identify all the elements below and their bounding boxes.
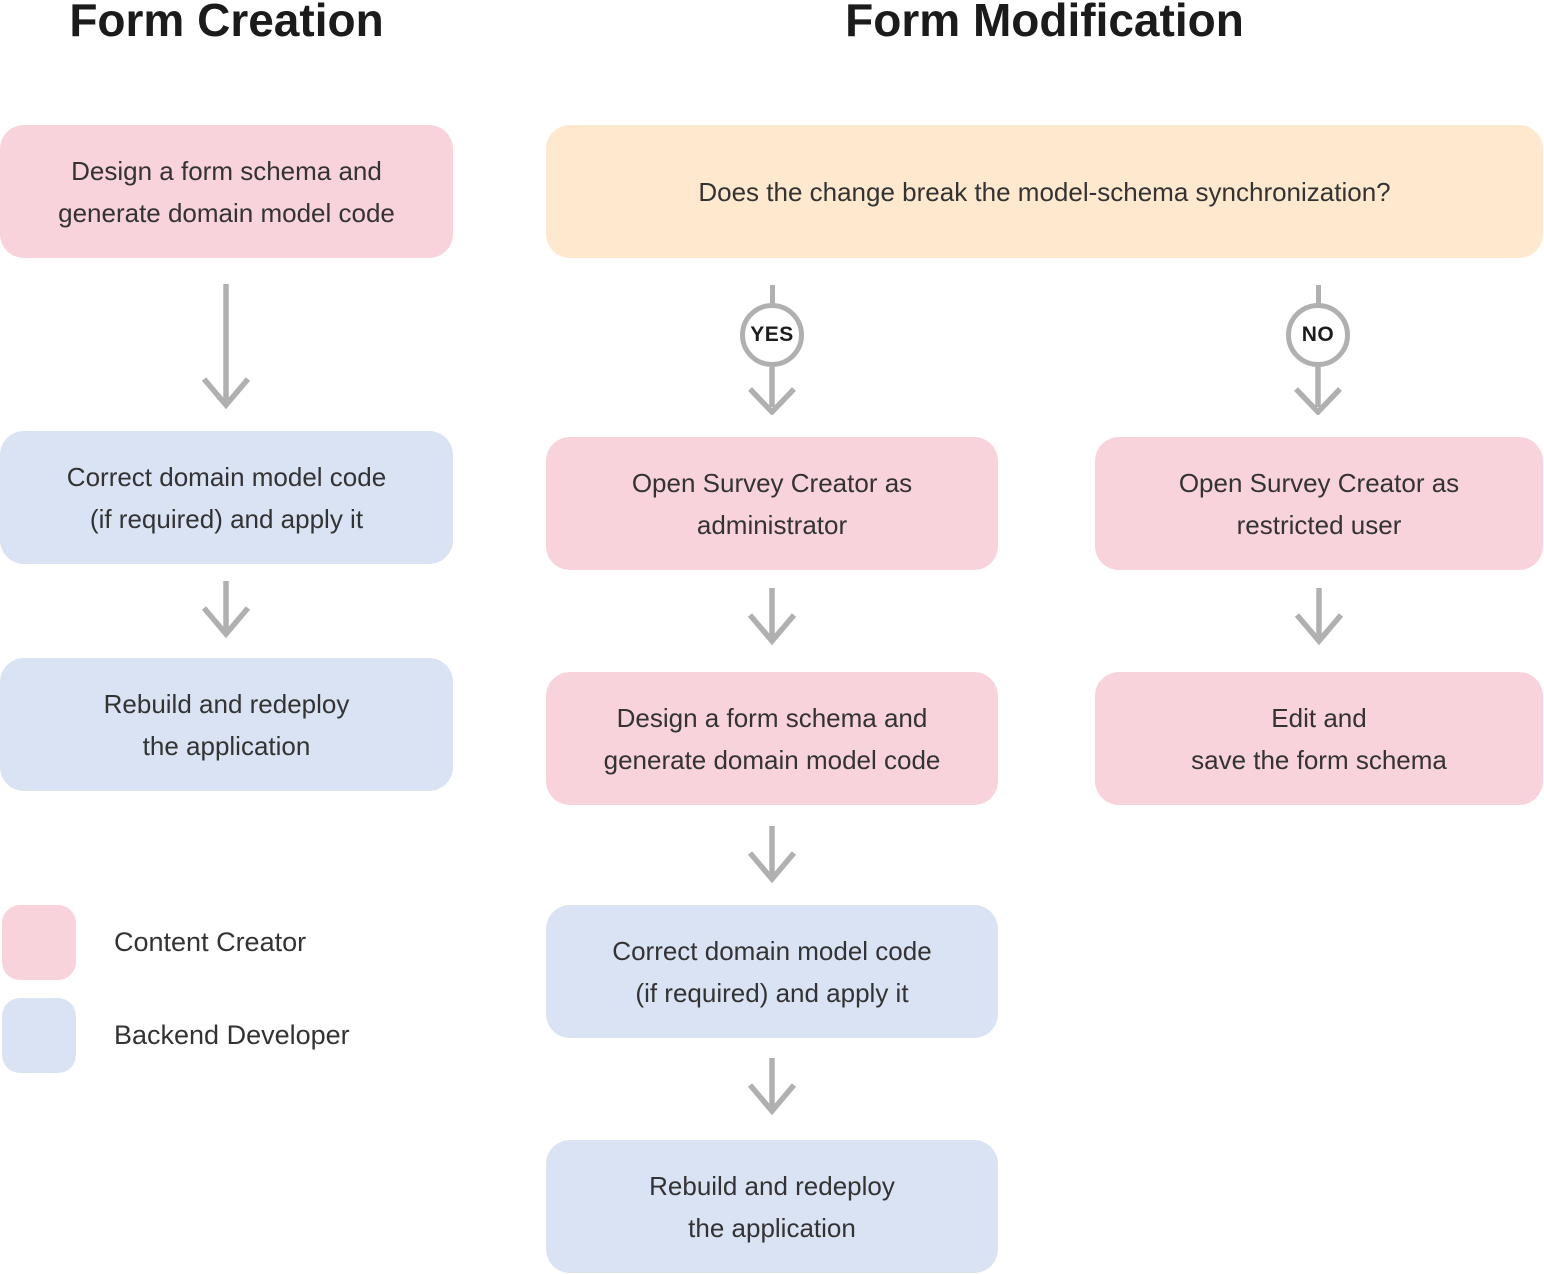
arrow-down-icon bbox=[748, 367, 796, 415]
no-badge: NO bbox=[1286, 303, 1350, 367]
step-text-line: Rebuild and redeploy bbox=[649, 1170, 895, 1201]
form-creation-title: Form Creation bbox=[69, 0, 384, 46]
step-text-line: the application bbox=[688, 1212, 856, 1243]
creation-step-rebuild: Rebuild and redeploy the application bbox=[0, 658, 453, 791]
yes-step-open-creator-admin: Open Survey Creator as administrator bbox=[546, 437, 998, 570]
form-modification-title: Form Modification bbox=[845, 0, 1244, 46]
connector-stem bbox=[769, 285, 775, 303]
arrow-down-icon bbox=[747, 826, 797, 884]
step-text-line: administrator bbox=[696, 509, 848, 540]
step-text-line: Open Survey Creator as bbox=[631, 467, 913, 498]
legend-item-content-creator: Content Creator bbox=[2, 905, 306, 980]
arrow-down-icon bbox=[201, 581, 251, 639]
legend-item-backend-developer: Backend Developer bbox=[2, 998, 350, 1073]
arrow-down-icon bbox=[1294, 367, 1342, 415]
step-text-line: (if required) and apply it bbox=[635, 977, 909, 1008]
yes-step-correct-code: Correct domain model code (if required) … bbox=[546, 905, 998, 1038]
arrow-down-icon bbox=[201, 284, 251, 410]
step-text-line: Rebuild and redeploy bbox=[103, 688, 350, 719]
legend-label: Content Creator bbox=[114, 927, 307, 957]
step-text-line: (if required) and apply it bbox=[89, 503, 364, 534]
step-text-line: Open Survey Creator as bbox=[1178, 467, 1460, 498]
creation-step-design-schema: Design a form schema and generate domain… bbox=[0, 125, 453, 258]
legend-label: Backend Developer bbox=[114, 1020, 350, 1050]
yes-step-design-schema: Design a form schema and generate domain… bbox=[546, 672, 998, 805]
step-text-line: generate domain model code bbox=[58, 197, 395, 228]
legend-swatch-content-creator bbox=[2, 905, 76, 980]
step-text-line: the application bbox=[142, 730, 311, 761]
arrow-down-icon bbox=[747, 588, 797, 646]
modification-decision-box: Does the change break the model-schema s… bbox=[546, 125, 1543, 258]
arrow-down-icon bbox=[1294, 588, 1344, 646]
yes-step-rebuild: Rebuild and redeploy the application bbox=[546, 1140, 998, 1273]
step-text-line: Edit and bbox=[1271, 702, 1367, 733]
no-branch-connector: NO bbox=[1286, 285, 1350, 415]
step-text-line: generate domain model code bbox=[603, 744, 941, 775]
step-text-line: restricted user bbox=[1236, 509, 1402, 540]
connector-stem bbox=[1315, 285, 1321, 303]
no-step-edit-save-schema: Edit and save the form schema bbox=[1095, 672, 1543, 805]
step-text-line: Design a form schema and bbox=[616, 702, 928, 733]
no-label: NO bbox=[1301, 323, 1335, 346]
yes-label: YES bbox=[750, 323, 794, 346]
step-text-line: Correct domain model code bbox=[66, 461, 387, 492]
yes-badge: YES bbox=[740, 303, 804, 367]
decision-question: Does the change break the model-schema s… bbox=[698, 176, 1391, 207]
step-text-line: save the form schema bbox=[1191, 744, 1447, 775]
creation-step-correct-code: Correct domain model code (if required) … bbox=[0, 431, 453, 564]
step-text-line: Correct domain model code bbox=[612, 935, 932, 966]
step-text-line: Design a form schema and bbox=[71, 155, 382, 186]
no-step-open-creator-restricted: Open Survey Creator as restricted user bbox=[1095, 437, 1543, 570]
arrow-down-icon bbox=[747, 1058, 797, 1116]
legend-swatch-backend-developer bbox=[2, 998, 76, 1073]
yes-branch-connector: YES bbox=[740, 285, 804, 415]
